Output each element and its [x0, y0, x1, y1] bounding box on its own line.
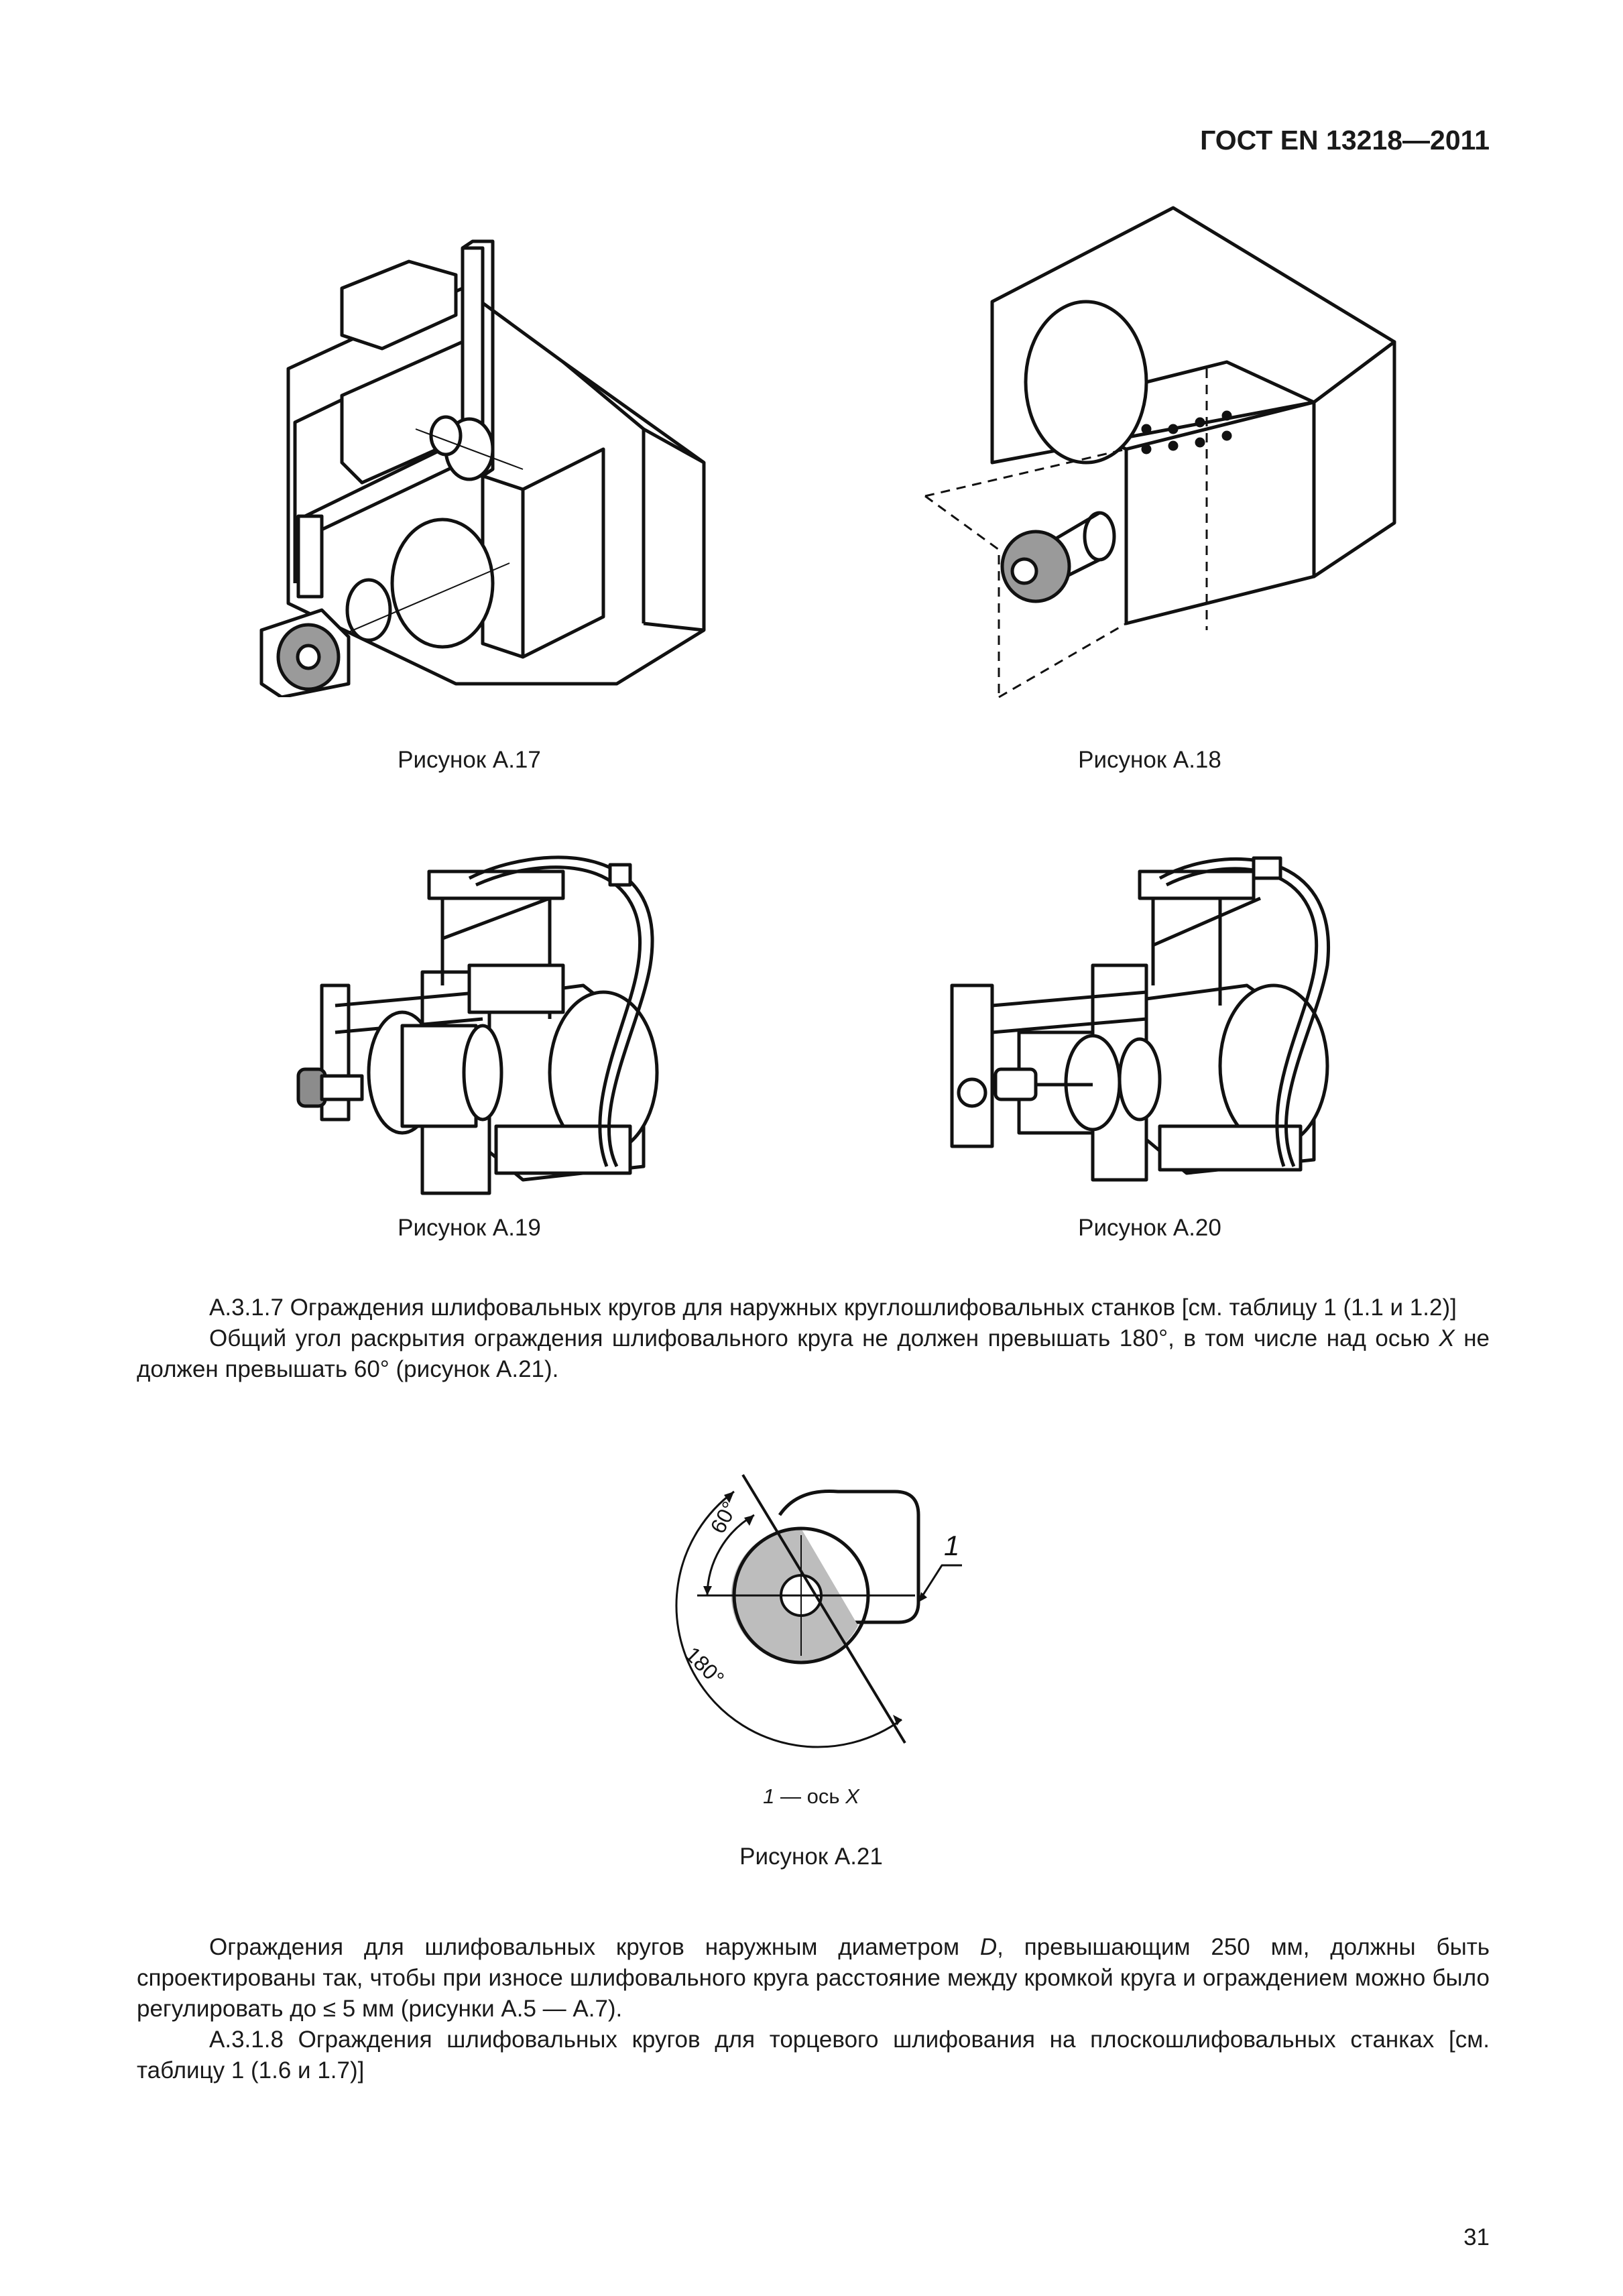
- paragraph-a318-title: А.3.1.8 Ограждения шлифовальных кругов д…: [137, 2027, 1490, 2083]
- figure-a19-drawing: [268, 831, 724, 1207]
- section-a317-text: А.3.1.7 Ограждения шлифовальных кругов д…: [137, 1292, 1490, 1385]
- figure-a21-diagram: 60° 180° 1: [637, 1461, 985, 1770]
- page-number: 31: [1463, 2224, 1490, 2250]
- standard-header: ГОСТ EN 13218—2011: [1200, 125, 1490, 156]
- figure-a21-caption: Рисунок А.21: [739, 1844, 883, 1870]
- section-a318-text: Ограждения для шлифовальных кругов наруж…: [137, 1932, 1490, 2086]
- paragraph-a317-title: А.3.1.7 Ограждения шлифовальных кругов д…: [209, 1294, 1457, 1321]
- figure-a17-caption: Рисунок А.17: [398, 747, 541, 773]
- figure-a20-caption: Рисунок А.20: [1078, 1215, 1221, 1241]
- figure-a19-caption: Рисунок А.19: [398, 1215, 541, 1241]
- paragraph-angle-requirement: Общий угол раскрытия ограждения шлифовал…: [137, 1325, 1490, 1382]
- angle-60-label: 60°: [705, 1498, 742, 1538]
- figure-a20-drawing: [939, 831, 1394, 1207]
- paragraph-guard-adjustment: Ограждения для шлифовальных кругов наруж…: [137, 1934, 1490, 2022]
- figure-a17-drawing: [241, 228, 724, 697]
- angle-180-label: 180°: [680, 1642, 729, 1690]
- figure-a18-drawing: [918, 201, 1401, 711]
- callout-number: 1: [944, 1530, 959, 1561]
- figure-a21-legend: 1 — ось X: [763, 1785, 859, 1808]
- figure-a18-caption: Рисунок А.18: [1078, 747, 1221, 773]
